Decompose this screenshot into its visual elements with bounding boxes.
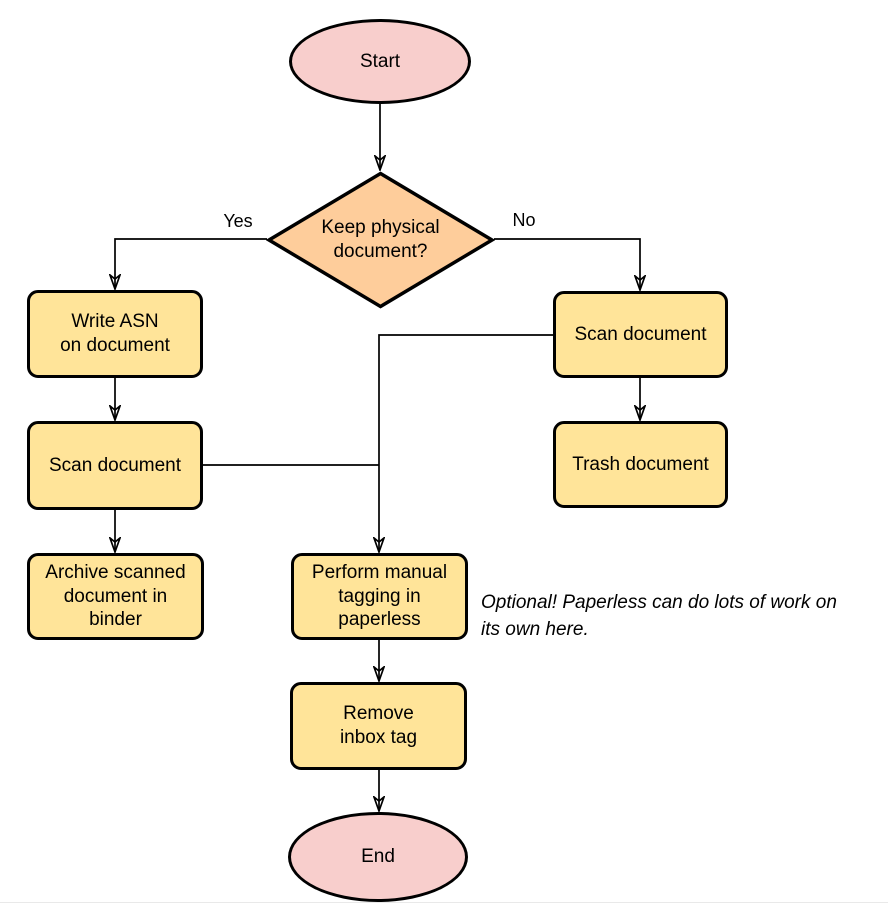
node-manual-tagging: Perform manual tagging in paperless [291,553,468,640]
node-start: Start [289,19,471,104]
node-write-asn: Write ASN on document [27,290,203,378]
decision-diamond-shape [266,171,495,309]
node-end: End [288,812,468,902]
node-remove-inbox-tag: Remove inbox tag [290,682,467,770]
edge-decision-no-to-scan-right [494,238,640,290]
node-scan-document-left-label: Scan document [48,454,182,476]
node-trash-document-label: Trash document [572,453,709,475]
edge-decision-yes-to-write-asn [115,238,267,289]
node-archive-in-binder: Archive scanned document in binder [27,553,204,640]
node-decision-label: Keep physical document? [321,217,440,262]
node-scan-document-right-label: Scan document [574,323,707,345]
node-scan-document-right: Scan document [553,291,728,378]
edge-label-no: No [512,210,536,230]
edge-label-yes: Yes [223,211,253,231]
node-manual-tagging-label: Perform manual tagging in paperless [311,561,448,631]
annotation-note: Optional! Paperless can do lots of work … [481,592,837,640]
node-write-asn-label: Write ASN on document [60,311,170,356]
node-decision: Keep physical document? [266,171,495,309]
page-bottom-divider [0,902,888,903]
node-archive-in-binder-label: Archive scanned document in binder [45,561,186,631]
node-end-label: End [361,846,395,868]
edge-scan-right-to-tagging [379,334,553,552]
node-trash-document: Trash document [553,421,728,508]
node-scan-document-left: Scan document [27,421,203,510]
node-start-label: Start [359,50,401,72]
node-remove-inbox-tag-label: Remove inbox tag [339,703,418,748]
